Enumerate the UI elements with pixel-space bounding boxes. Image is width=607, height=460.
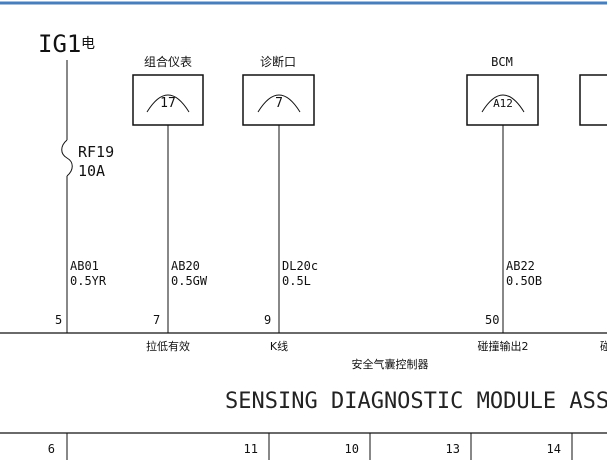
terminal-number-9: 9: [264, 313, 271, 327]
component-title-instrument-cluster: 组合仪表: [144, 54, 192, 69]
terminal-number-5: 5: [55, 313, 62, 327]
terminal-number-50: 50: [485, 313, 499, 327]
pin-arc-bcm: [481, 94, 525, 113]
signal-label-k-line: K线: [270, 339, 288, 353]
bottom-cell-13: 13: [446, 442, 460, 456]
wire-code-ab20: AB20: [171, 259, 200, 273]
power-source-suffix: 电: [81, 36, 95, 52]
signal-label-partial: 碰: [600, 340, 607, 353]
terminal-number-7: 7: [153, 313, 160, 327]
bottom-cell-10: 10: [345, 442, 359, 456]
wire-spec-ab01: 0.5YR: [70, 274, 107, 288]
pin-arc-instrument-cluster: [146, 94, 190, 113]
wire-spec-ab20: 0.5GW: [171, 274, 208, 288]
fuse-rating: 10A: [78, 162, 105, 180]
wire-code-ab01: AB01: [70, 259, 99, 273]
wire-code-ab22: AB22: [506, 259, 535, 273]
signal-label-crash-output-2: 碰撞输出2: [478, 339, 529, 353]
bottom-cell-14: 14: [547, 442, 561, 456]
fuse-symbol: [61, 139, 73, 177]
bottom-cell-6: 6: [48, 442, 55, 456]
pin-number-bcm: A12: [493, 97, 513, 110]
pin-number-diagnostic-port: 7: [275, 96, 283, 111]
bottom-cell-11: 11: [244, 442, 258, 456]
wire-code-dl20c: DL20c: [282, 259, 318, 273]
signal-label-pull-low: 拉低有效: [146, 339, 190, 353]
power-source-label: IG1: [38, 30, 81, 58]
module-name-en: SENSING DIAGNOSTIC MODULE ASSY: [225, 389, 607, 414]
module-name-cn: 安全气囊控制器: [352, 357, 429, 371]
component-title-diagnostic-port: 诊断口: [260, 54, 296, 69]
pin-arc-diagnostic-port: [257, 94, 301, 113]
component-box-partial: [579, 74, 607, 126]
component-title-bcm: BCM: [491, 55, 513, 69]
wire-spec-ab22: 0.5OB: [506, 274, 542, 288]
pin-number-instrument-cluster: 17: [160, 96, 176, 111]
wire-spec-dl20c: 0.5L: [282, 274, 311, 288]
fuse-name: RF19: [78, 143, 114, 161]
